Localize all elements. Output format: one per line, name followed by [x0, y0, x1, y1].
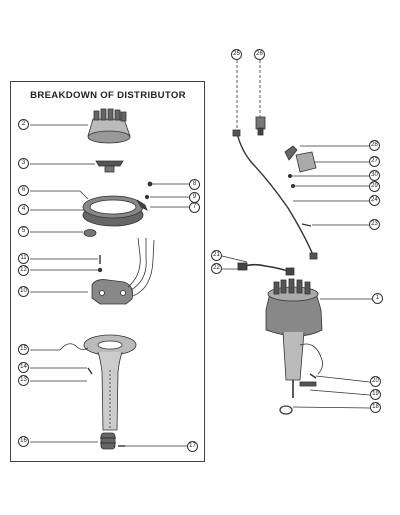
callout-2: 2 [18, 119, 29, 130]
callout-15: 15 [18, 344, 29, 355]
callout-25: 25 [231, 49, 242, 60]
callout-7: 7 [189, 202, 200, 213]
breakdown-panel-title: BREAKDOWN OF DISTRIBUTOR [30, 90, 186, 101]
callout-6: 6 [18, 185, 29, 196]
callout-12: 12 [18, 265, 29, 276]
callout-17: 17 [187, 441, 198, 452]
felt-washer-part [83, 229, 97, 237]
screw-washer-parts [97, 255, 103, 273]
callout-29: 29 [369, 181, 380, 192]
callout-27: 27 [369, 156, 380, 167]
callout-8: 8 [189, 179, 200, 190]
callout-13: 13 [18, 375, 29, 386]
callout-24: 24 [369, 195, 380, 206]
callout-5: 5 [18, 226, 29, 237]
terminal-clip-parts [284, 145, 317, 188]
callout-21: 21 [211, 250, 222, 261]
callout-20: 20 [370, 376, 381, 387]
ignition-module-part [91, 237, 155, 305]
callout-14: 14 [18, 362, 29, 373]
callout-1: 1 [372, 293, 383, 304]
distributor-cap-part [87, 108, 131, 144]
sensor-plug-part [255, 116, 266, 136]
breakdown-panel-frame [10, 81, 205, 462]
callout-22: 22 [211, 263, 222, 274]
callout-23: 23 [369, 219, 380, 230]
distributor-shaft-part [59, 334, 137, 431]
callout-10: 10 [18, 286, 29, 297]
callout-28: 28 [369, 140, 380, 151]
callout-4: 4 [18, 204, 29, 215]
coil-wire-part [237, 262, 295, 276]
leader-lines-left [30, 124, 189, 447]
callout-19: 19 [370, 389, 381, 400]
callout-3: 3 [18, 158, 29, 169]
rotor-part [95, 160, 124, 173]
leader-lines-right [221, 60, 372, 409]
callout-11: 11 [18, 253, 29, 264]
callout-18: 18 [370, 402, 381, 413]
pickup-coil-ring-part [79, 190, 144, 227]
drive-gear-part [100, 432, 125, 450]
callout-30: 30 [369, 170, 380, 181]
callout-16: 16 [18, 436, 29, 447]
callout-26: 26 [254, 49, 265, 60]
clip-parts [136, 181, 153, 211]
tach-lead-cable-part [232, 129, 318, 260]
assembled-distributor-part [265, 278, 323, 415]
